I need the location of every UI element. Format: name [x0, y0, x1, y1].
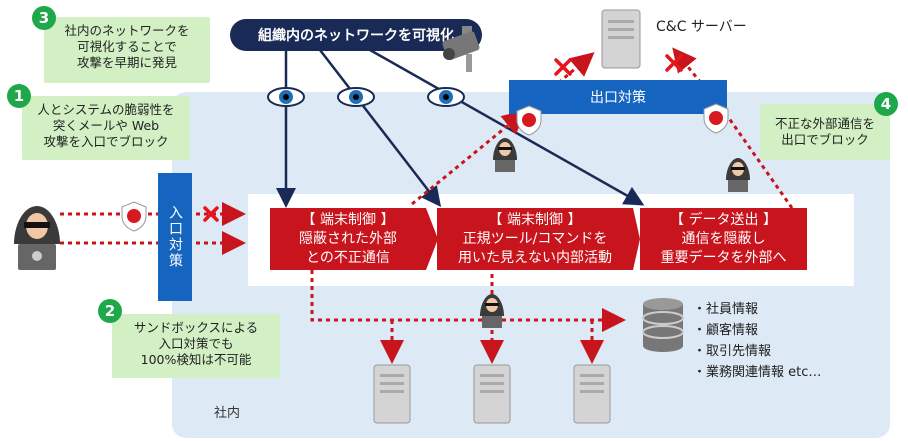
server-icon — [601, 9, 641, 69]
database-icon — [642, 298, 684, 352]
eye-icon — [337, 87, 375, 107]
server-icon — [573, 364, 611, 424]
camera-icon — [442, 26, 480, 72]
shield-icon — [516, 105, 542, 136]
eye-icon — [267, 87, 305, 107]
cc-path-left — [521, 52, 595, 116]
flow-box-external-comm: 【 端末制御 】隠蔽された外部との不正通信 — [270, 208, 426, 270]
server-icon — [373, 364, 411, 424]
lateral-path — [310, 270, 626, 332]
step-number-badge: 3 — [32, 6, 56, 30]
callout-step-4: 不正な外部通信を出口でブロック — [760, 104, 890, 160]
exfil-path-right — [724, 113, 794, 209]
flow-box-data-exfil: 【 データ送出 】通信を隠蔽し重要データを外部へ — [640, 208, 807, 270]
shield-icon — [121, 201, 147, 232]
flow-arrowhead — [633, 208, 640, 270]
server-icon — [473, 364, 511, 424]
visualize-arrow-2 — [319, 49, 442, 207]
cc-path-right — [672, 47, 728, 115]
callout-step-3: 社内のネットワークを可視化することで攻撃を早期に発見 — [44, 17, 210, 83]
block-x-icon — [203, 54, 683, 222]
list-item: 業務関連情報 etc… — [693, 362, 821, 383]
cc-server-label: C&C サーバー — [656, 19, 747, 35]
sensitive-data-list: 社員情報 顧客情報 取引先情報 業務関連情報 etc… — [693, 299, 821, 383]
flow-box-internal-activity: 【 端末制御 】正規ツール/コマンドを用いた見えない内部活動 — [437, 208, 633, 270]
exit-defense-bar: 出口対策 — [509, 80, 727, 114]
entry-defense-bar: 入口対策 — [158, 173, 192, 301]
list-item: 顧客情報 — [693, 320, 821, 341]
step-number-badge: 2 — [98, 299, 122, 323]
hacker-icon — [493, 138, 517, 172]
step-number-badge: 4 — [874, 92, 898, 116]
hacker-icon — [726, 158, 750, 192]
flow-arrowhead — [426, 208, 438, 270]
list-item: 取引先情報 — [693, 341, 821, 362]
hacker-icon — [14, 206, 60, 270]
internal-label: 社内 — [214, 406, 241, 421]
hacker-icon — [480, 294, 504, 328]
eye-icon — [427, 87, 465, 107]
step-number-badge: 1 — [7, 84, 31, 108]
list-item: 社員情報 — [693, 299, 821, 320]
shield-icon — [703, 103, 729, 134]
visualize-title: 組織内のネットワークを可視化 — [230, 19, 482, 51]
